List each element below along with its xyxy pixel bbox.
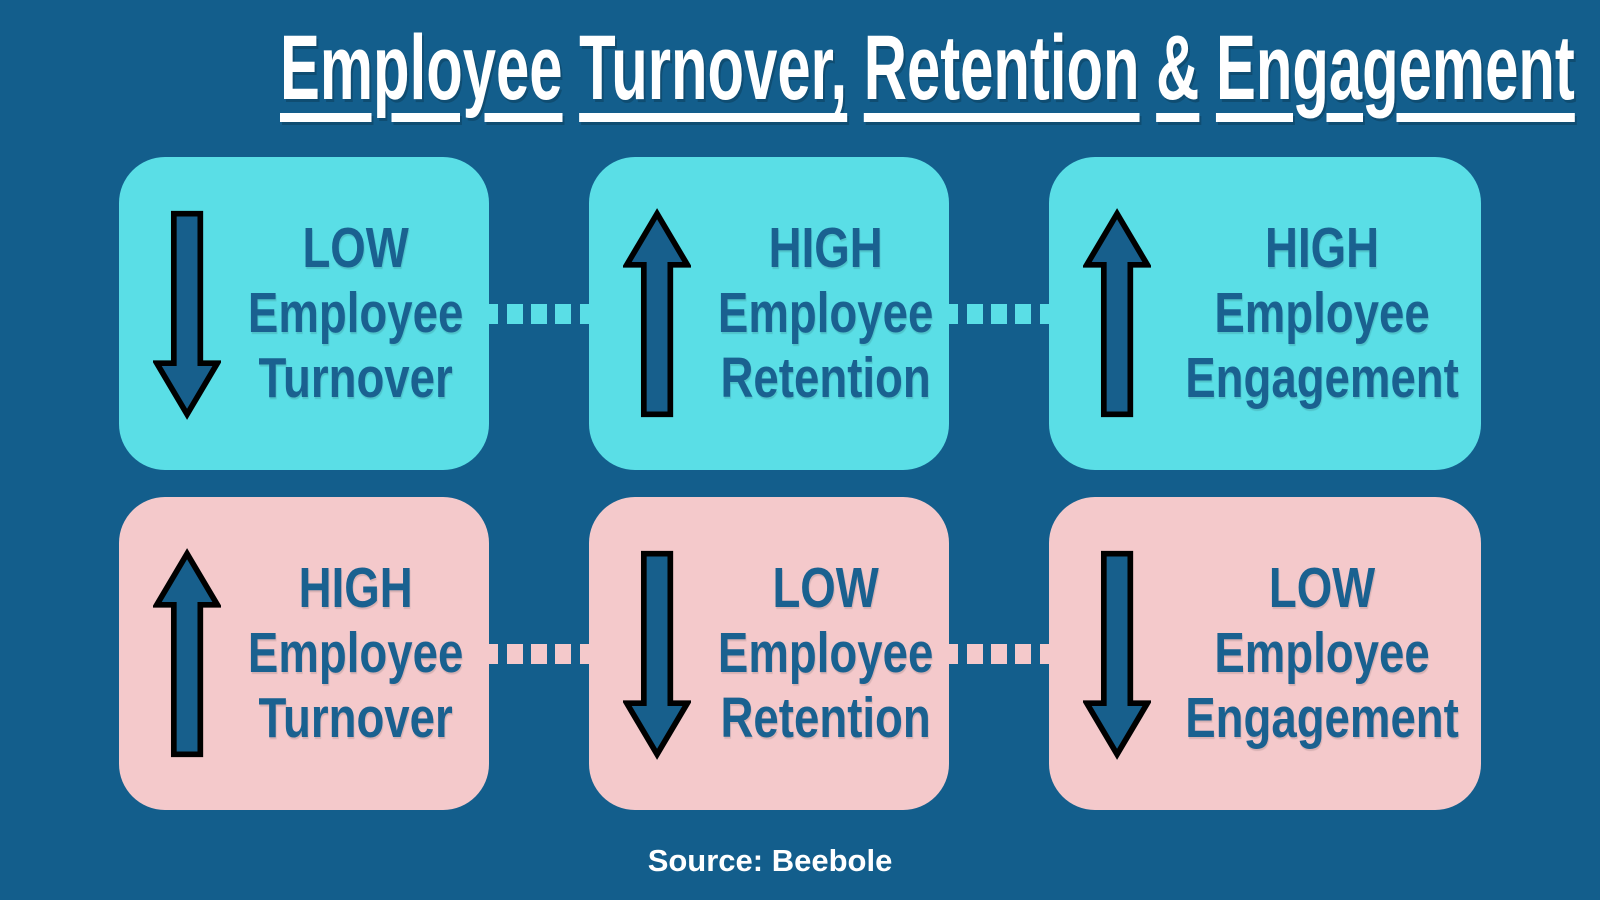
- arrow-up-icon: [153, 547, 222, 757]
- card-high-employee-turnover: HIGH Employee Turnover: [119, 497, 489, 810]
- subject-label: Employee: [1214, 281, 1430, 346]
- card-text: HIGH Employee Turnover: [248, 556, 463, 751]
- subject-label: Employee: [248, 281, 464, 346]
- level-label: LOW: [302, 216, 409, 281]
- arrow-down-icon: [623, 550, 692, 760]
- card-arrow: [153, 547, 222, 760]
- arrow-down-icon: [1083, 550, 1152, 760]
- card-text: LOW Employee Retention: [718, 556, 933, 751]
- subject-label: Employee: [718, 281, 934, 346]
- connector-dotted-line: [489, 643, 589, 664]
- arrow-up-icon: [1083, 207, 1152, 417]
- arrow-down-icon: [153, 210, 222, 420]
- metric-label: Retention: [720, 345, 931, 410]
- card-text: LOW Employee Engagement: [1185, 556, 1459, 751]
- card-low-employee-turnover: LOW Employee Turnover: [119, 157, 489, 470]
- card-arrow: [1083, 548, 1152, 760]
- card-low-employee-engagement: LOW Employee Engagement: [1049, 497, 1481, 810]
- metric-label: Engagement: [1185, 345, 1459, 410]
- connector-dotted-line: [489, 303, 589, 324]
- arrow-up-icon: [623, 207, 692, 417]
- source-caption: Source: Beebole: [647, 843, 893, 878]
- diagram-grid: LOW Employee Turnover HIGH Employee Rete…: [119, 157, 1481, 810]
- metric-label: Engagement: [1185, 685, 1459, 750]
- row-positive: LOW Employee Turnover HIGH Employee Rete…: [119, 157, 1481, 470]
- metric-label: Turnover: [258, 345, 453, 410]
- connector-dotted-line: [949, 303, 1049, 324]
- card-arrow: [1083, 207, 1152, 420]
- row-negative: HIGH Employee Turnover LOW Employee Rete…: [119, 497, 1481, 810]
- card-high-employee-retention: HIGH Employee Retention: [589, 157, 949, 470]
- subject-label: Employee: [248, 621, 464, 686]
- subject-label: Employee: [1214, 621, 1430, 686]
- level-label: HIGH: [1265, 216, 1380, 281]
- level-label: HIGH: [298, 556, 413, 621]
- metric-label: Retention: [720, 685, 931, 750]
- level-label: HIGH: [768, 216, 883, 281]
- card-low-employee-retention: LOW Employee Retention: [589, 497, 949, 810]
- card-arrow: [623, 548, 692, 760]
- card-text: HIGH Employee Engagement: [1185, 216, 1459, 411]
- subject-label: Employee: [718, 621, 934, 686]
- level-label: LOW: [1268, 556, 1376, 621]
- diagram-title: Employee Turnover, Retention & Engagemen…: [280, 17, 1575, 119]
- level-label: LOW: [772, 556, 879, 621]
- card-arrow: [153, 208, 222, 420]
- card-text: LOW Employee Turnover: [248, 216, 463, 411]
- card-high-employee-engagement: HIGH Employee Engagement: [1049, 157, 1481, 470]
- card-text: HIGH Employee Retention: [718, 216, 933, 411]
- metric-label: Turnover: [258, 685, 453, 750]
- card-arrow: [623, 207, 692, 420]
- connector-dotted-line: [949, 643, 1049, 664]
